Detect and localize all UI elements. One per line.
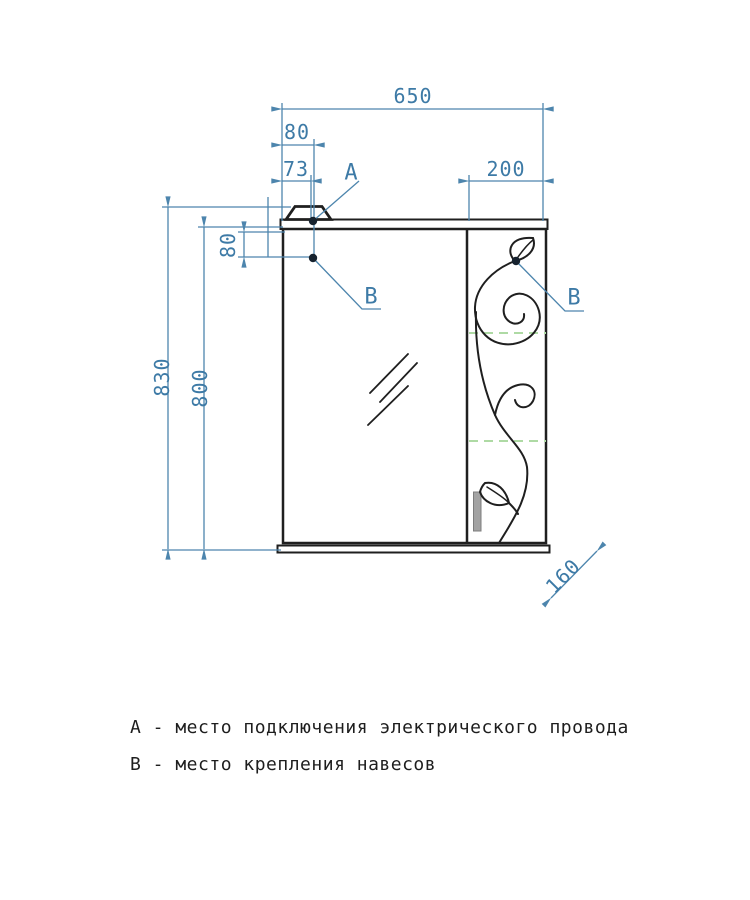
vine-top-leaf — [509, 236, 535, 263]
leader-b-right — [515, 260, 584, 312]
point-b-left-dot — [308, 253, 318, 263]
vine-spiral — [473, 260, 541, 346]
vine-stem — [474, 311, 529, 544]
cornice-shelf — [279, 218, 549, 230]
callout-a: A — [344, 160, 358, 186]
dim-total-width: 650 — [393, 84, 433, 108]
dimension-lines — [162, 103, 607, 608]
bottom-shelf — [276, 544, 551, 554]
legend-item-b: В - место крепления навесов — [130, 754, 437, 775]
power-box — [283, 205, 334, 221]
callout-b-left: B — [364, 284, 378, 310]
vine-curl — [494, 383, 536, 416]
point-b-right-dot — [511, 256, 521, 266]
dim-offset-80: 80 — [283, 120, 311, 144]
dim-total-height: 830 — [150, 357, 174, 397]
vine-bottom-leaf — [478, 481, 511, 507]
leader-b-left — [312, 257, 381, 310]
dim-offset-73: 73 — [282, 157, 310, 181]
vine-ornament — [473, 236, 541, 544]
callout-points — [308, 216, 521, 266]
door-handle — [473, 491, 482, 532]
point-a-dot — [308, 216, 318, 226]
legend-item-a: А - место подключения электрического про… — [130, 717, 629, 738]
dim-line-160 — [541, 541, 607, 608]
dim-body-height: 800 — [188, 368, 212, 408]
dim-right-door-width: 200 — [486, 157, 526, 181]
cabinet-outline — [276, 205, 551, 554]
dim-hinge-offset: 80 — [216, 231, 240, 259]
leader-a — [312, 180, 360, 222]
cabinet-body — [281, 227, 548, 545]
mirror-glare — [367, 353, 418, 426]
callout-b-right: B — [567, 285, 581, 311]
